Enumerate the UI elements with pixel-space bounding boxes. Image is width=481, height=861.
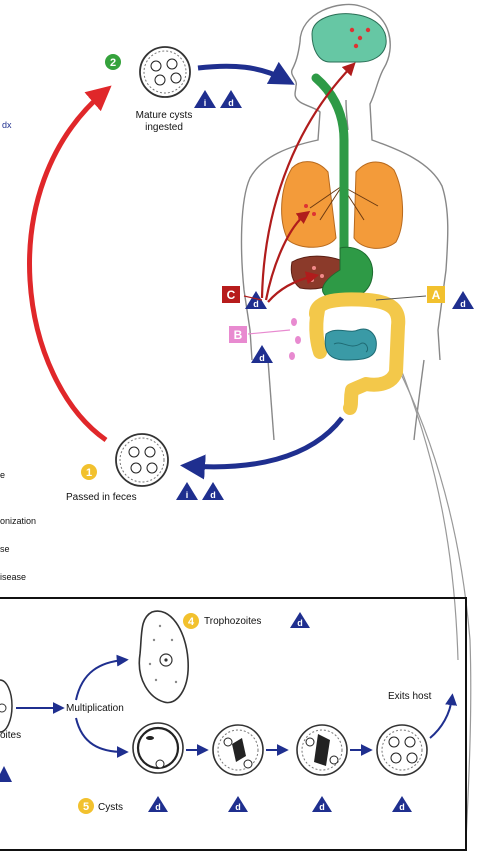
step-1-number: 1 (81, 464, 97, 480)
ingest-blue-arrow (198, 66, 286, 80)
cysts-label: Cysts (98, 802, 123, 813)
diagnostic-stage-icon-step1: d (202, 482, 224, 500)
to-cysts-arrow (76, 718, 124, 752)
svg-text:5: 5 (83, 801, 89, 813)
infective-stage-icon: i (194, 90, 216, 108)
svg-text:d: d (235, 802, 241, 812)
svg-text:4: 4 (188, 616, 195, 628)
cyst-immature-1 (133, 723, 183, 773)
cyst-immature-3 (297, 725, 347, 775)
svg-text:2: 2 (110, 57, 116, 69)
step-2-number: 2 (105, 54, 121, 70)
svg-text:B: B (234, 328, 243, 342)
svg-text:d: d (155, 802, 161, 812)
trophozoite-partial-left (0, 680, 12, 732)
cyst-step1 (116, 434, 168, 486)
to-trophozoites-arrow (76, 660, 124, 700)
svg-text:d: d (460, 299, 466, 309)
trophozoite-diagnostic-icon: d (290, 612, 310, 628)
svg-text:d: d (253, 299, 259, 309)
trophozoite (139, 611, 188, 703)
exits-host-label: Exits host (388, 691, 432, 702)
brain (312, 14, 386, 62)
cyst-mature (377, 725, 427, 775)
svg-text:d: d (259, 353, 265, 363)
marker-b-leader (248, 330, 290, 334)
trophozoites-label: Trophozoites (204, 616, 261, 627)
cyst-immature-2 (213, 725, 263, 775)
legend-fragment-2: onization (0, 516, 36, 526)
infective-stage-icon-step1: i (176, 482, 198, 500)
multiplication-label: Multiplication (66, 703, 124, 714)
legend-dx-fragment: dx (2, 120, 12, 130)
small-intestine (325, 329, 376, 360)
partial-label-oites: oites (0, 730, 21, 741)
svg-text:d: d (210, 490, 216, 500)
lungs-right (354, 162, 403, 248)
svg-text:d: d (297, 618, 303, 628)
diagnostic-stage-icon: d (220, 90, 242, 108)
inset-box (0, 598, 466, 850)
cycle-red-arrow (30, 92, 106, 440)
step-1-label: Passed in feces (66, 492, 137, 503)
marker-a: A d (427, 286, 474, 309)
svg-text:C: C (227, 288, 236, 302)
svg-text:i: i (204, 98, 207, 108)
legend-fragment-1: e (0, 470, 5, 480)
diagnostic-icon-partial (0, 766, 12, 782)
mature-cyst-step2 (140, 47, 190, 97)
svg-text:d: d (319, 802, 325, 812)
cyst-diagnostic-icon-4: d (392, 796, 412, 812)
step-2-label-line2: ingested (145, 122, 183, 133)
svg-text:1: 1 (86, 467, 92, 479)
cyst-diagnostic-icon-3: d (312, 796, 332, 812)
legend-fragment-4: isease (0, 572, 26, 582)
intestinal-lesions (289, 318, 301, 360)
legend-fragment-3: se (0, 544, 10, 554)
svg-text:A: A (432, 288, 441, 302)
colon-left-limb (316, 310, 320, 352)
cyst-diagnostic-icon-2: d (228, 796, 248, 812)
step-2-label-line1: Mature cysts (136, 110, 193, 121)
step-5-number: 5 (78, 798, 94, 814)
feces-blue-arrow (190, 418, 342, 467)
svg-text:i: i (186, 490, 189, 500)
exit-arrow (430, 698, 452, 738)
svg-text:d: d (399, 802, 405, 812)
svg-text:d: d (228, 98, 234, 108)
cyst-diagnostic-icon-1: d (148, 796, 168, 812)
step-4-number: 4 (183, 613, 199, 629)
